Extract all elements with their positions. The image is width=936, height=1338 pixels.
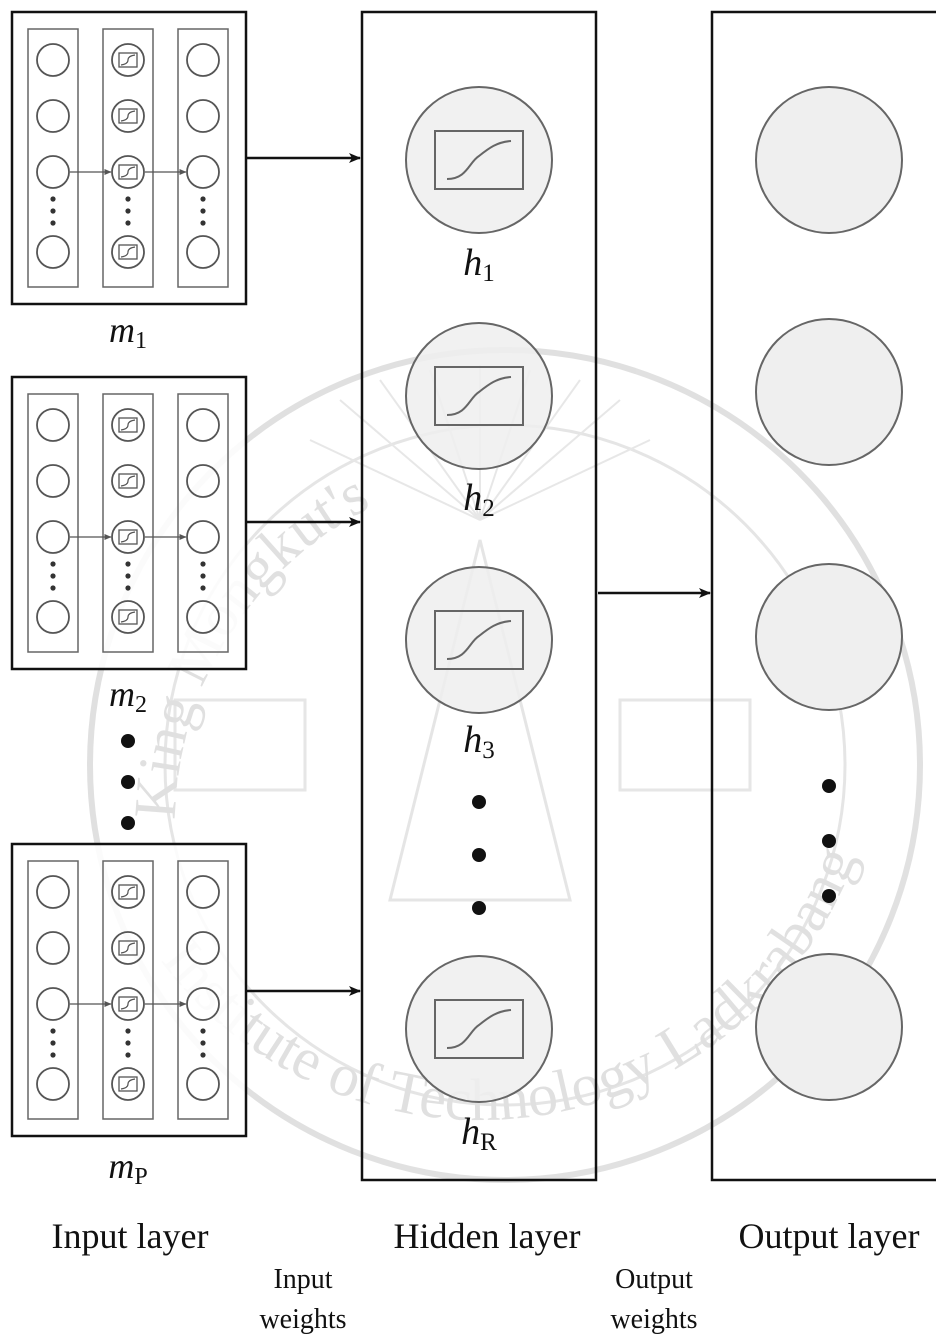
hidden-node-label: h2: [463, 477, 495, 522]
seal-right-tier: [620, 700, 750, 790]
module-ellipsis-dot: [200, 585, 205, 590]
hidden-node-circle: [406, 567, 552, 713]
output-weights-label-line1: Output: [615, 1264, 693, 1295]
hidden-label-var: h: [461, 1111, 480, 1153]
hidden-node-circle: [406, 956, 552, 1102]
hidden-ellipsis: [472, 795, 486, 915]
input-module: mP: [12, 844, 246, 1190]
module-label-sub: 1: [135, 328, 147, 354]
output-node: [756, 87, 902, 233]
hidden-label-sub: 3: [482, 737, 495, 764]
module-ellipsis-dot: [125, 1052, 130, 1057]
input-weights-label-line2: weights: [259, 1304, 346, 1335]
hidden-label-var: h: [463, 242, 482, 284]
module-ellipsis-dot: [125, 1040, 130, 1045]
module-ellipsis-dot: [200, 1028, 205, 1033]
module-ellipsis-dot: [200, 1052, 205, 1057]
module-label-var: m: [108, 1146, 134, 1186]
hidden-node: h1: [406, 87, 552, 287]
hidden-label-var: h: [463, 477, 482, 519]
module-label-sub: 2: [135, 692, 147, 718]
input-module: m2: [12, 377, 246, 718]
module-ellipsis-dot: [200, 208, 205, 213]
module-ellipsis-dot: [125, 220, 130, 225]
module-ellipsis-dot: [50, 220, 55, 225]
module-ellipsis-dot: [50, 561, 55, 566]
module-ellipsis-dot: [200, 561, 205, 566]
output-node: [756, 319, 902, 465]
input-weights-label-line1: Input: [273, 1264, 332, 1295]
module-ellipsis-dot: [50, 1052, 55, 1057]
module-ellipsis-dot: [50, 196, 55, 201]
module-ellipsis-dot: [200, 573, 205, 578]
module-label: m2: [109, 674, 147, 718]
module-ellipsis-dot: [50, 1028, 55, 1033]
module-label: m1: [109, 310, 147, 354]
hidden-label-sub: 2: [482, 495, 495, 522]
output-layer-label: Output layer: [739, 1216, 920, 1256]
module-ellipsis-dot: [125, 1028, 130, 1033]
module-ellipsis-dot: [125, 585, 130, 590]
input-module: m1: [12, 12, 246, 354]
module-label-var: m: [109, 674, 135, 714]
module-ellipsis-dot: [200, 220, 205, 225]
module-ellipsis-dot: [125, 561, 130, 566]
module-ellipsis-dot: [125, 573, 130, 578]
hidden-node: h2: [406, 323, 552, 522]
module-label-var: m: [109, 310, 135, 350]
output-node: [756, 954, 902, 1100]
module-ellipsis-dot: [50, 1040, 55, 1045]
module-ellipsis-dot: [200, 196, 205, 201]
hidden-node-circle: [406, 87, 552, 233]
hidden-label-var: h: [463, 719, 482, 761]
module-ellipsis-dot: [50, 585, 55, 590]
input-layer-label: Input layer: [52, 1216, 209, 1256]
hidden-label-sub: 1: [482, 260, 495, 287]
module-ellipsis-dot: [125, 208, 130, 213]
hidden-label-sub: R: [480, 1129, 497, 1156]
module-ellipsis-dot: [200, 1040, 205, 1045]
hidden-layer-label: Hidden layer: [394, 1216, 581, 1256]
output-node: [756, 564, 902, 710]
hidden-node-circle: [406, 323, 552, 469]
output-weights-label-line2: weights: [610, 1304, 697, 1335]
module-ellipsis-dot: [125, 196, 130, 201]
hidden-node-label: h1: [463, 242, 495, 287]
module-ellipsis-dot: [50, 208, 55, 213]
hidden-node-label: h3: [463, 719, 495, 764]
module-label: mP: [108, 1146, 147, 1190]
module-label-sub: P: [134, 1164, 147, 1190]
module-ellipsis-dot: [50, 573, 55, 578]
